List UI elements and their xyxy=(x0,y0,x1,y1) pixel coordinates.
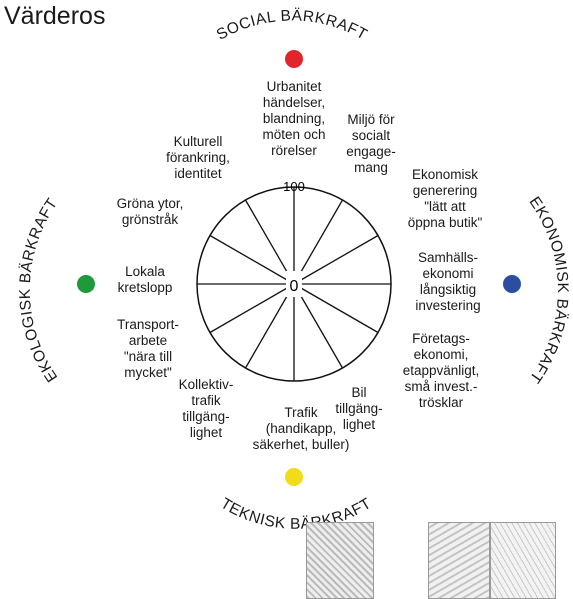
ecological-dimension-label: EKOLOGISK BÄRKRAFT xyxy=(17,195,62,385)
criterion-urbanitet: Urbanitet händelser, blandning, möten oc… xyxy=(262,79,326,158)
social-dimension-label: SOCIAL BÄRKRAFT xyxy=(214,7,370,43)
thumbnail-map-left xyxy=(306,522,374,599)
technical-dot xyxy=(285,468,303,486)
criterion-economic-generation: Ekonomisk generering "lätt att öppna but… xyxy=(407,167,483,230)
rose-spoke xyxy=(209,283,295,334)
social-dot xyxy=(285,50,303,68)
scale-center-label: 0 xyxy=(290,278,299,295)
rose-spoke xyxy=(293,234,379,285)
criterion-traffic: Trafik (handikapp, säkerhet, buller) xyxy=(252,405,350,452)
criterion-public-transport: Kollektiv- trafik tillgäng- lighet xyxy=(178,377,234,440)
criterion-local-cycles: Lokala kretslopp xyxy=(117,264,173,295)
diagram-title: Värderos xyxy=(4,2,106,30)
rose-spoke xyxy=(293,283,344,369)
thumbnail-map-right xyxy=(490,522,556,599)
criterion-social-engagement: Miljö för socialt engage- mang xyxy=(346,112,396,175)
criterion-transport-work: Transport- arbete "nära till mycket" xyxy=(117,317,179,380)
ecological-dot xyxy=(77,275,95,293)
economic-dimension-label: EKONOMISK BÄRKRAFT xyxy=(526,194,571,386)
criterion-car-access: Bil tillgäng- lighet xyxy=(335,385,383,432)
rose-spoke xyxy=(209,234,295,285)
rose-spoke xyxy=(244,283,295,369)
rose-spoke xyxy=(293,199,344,285)
rose-spokes xyxy=(197,187,391,381)
rose-spoke xyxy=(293,283,379,334)
criterion-cultural-roots: Kulturell förankring, identitet xyxy=(166,134,230,181)
criterion-business-economy: Företags- ekonomi, etappvänligt, små inv… xyxy=(402,331,480,410)
criterion-green-areas: Gröna ytor, grönstråk xyxy=(116,196,184,227)
rose-spoke xyxy=(244,199,295,285)
thumbnail-map-middle xyxy=(428,522,490,599)
scale-max-label: 100 xyxy=(283,179,305,194)
criterion-societal-economy: Samhälls- ekonomi långsiktig investering xyxy=(415,250,481,313)
economic-dot xyxy=(503,275,521,293)
